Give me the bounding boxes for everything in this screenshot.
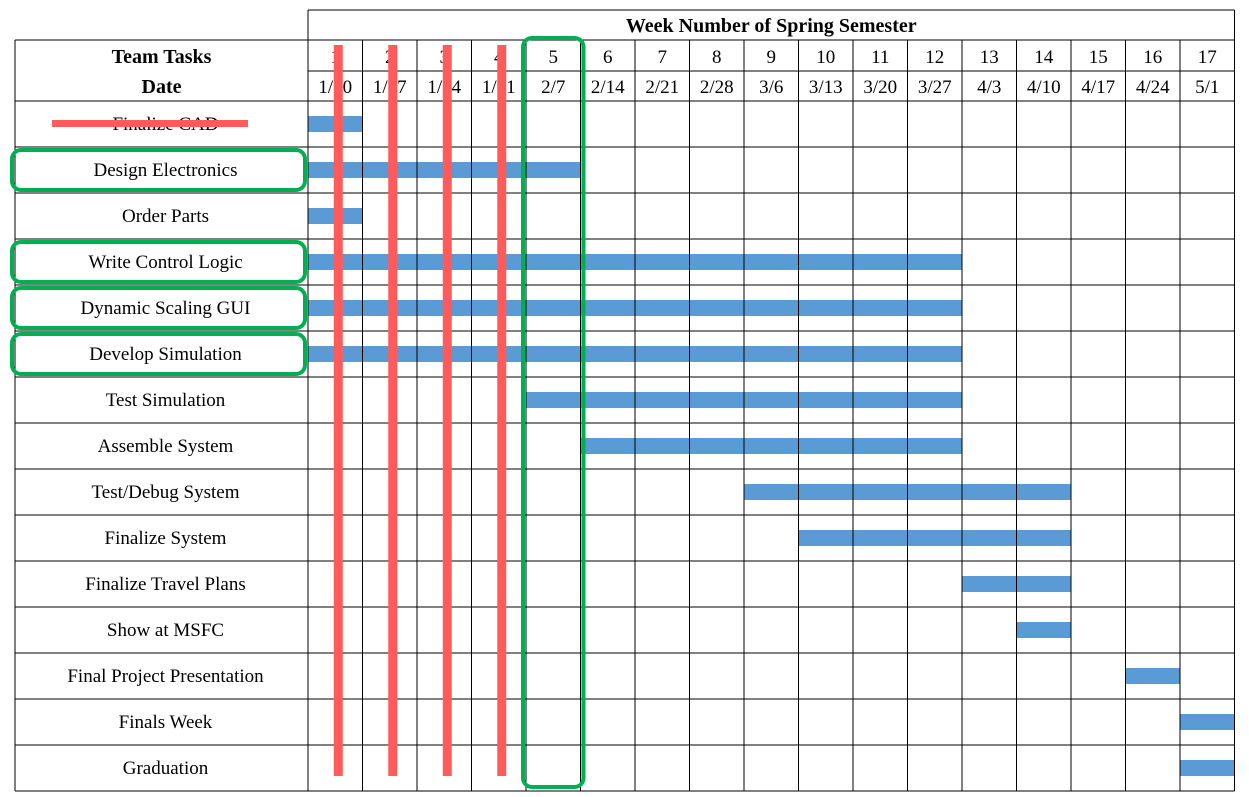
week-number-label: 10 <box>816 47 835 68</box>
task-name-label: Finals Week <box>119 712 213 733</box>
week-date-label: 2/7 <box>541 77 565 98</box>
current-week-highlight <box>521 36 586 789</box>
week-date-label: 3/20 <box>863 77 897 98</box>
task-bar <box>1180 714 1235 730</box>
completed-week-marker <box>442 45 452 776</box>
task-name-label: Test/Debug System <box>91 482 239 503</box>
week-number-label: 12 <box>925 47 944 68</box>
team-tasks-header: Team Tasks <box>112 46 212 68</box>
week-date-label: 2/21 <box>645 77 679 98</box>
task-name-label: Write Control Logic <box>88 252 242 273</box>
completed-week-marker <box>333 45 343 776</box>
week-date-label: 4/17 <box>1081 77 1115 98</box>
week-number-label: 15 <box>1089 47 1108 68</box>
week-number-label: 7 <box>658 47 668 68</box>
completed-week-marker <box>388 45 398 776</box>
task-name-label: Dynamic Scaling GUI <box>81 298 251 319</box>
task-name-label: Final Project Presentation <box>67 666 264 687</box>
chart-title: Week Number of Spring Semester <box>626 15 917 37</box>
week-date-label: 2/14 <box>591 77 625 98</box>
grid-layer <box>14 9 1235 792</box>
week-number-label: 8 <box>712 47 722 68</box>
annotation-layer <box>10 36 586 789</box>
task-name-label: Order Parts <box>122 206 209 227</box>
week-number-label: 16 <box>1143 47 1162 68</box>
week-date-label: 3/13 <box>809 77 843 98</box>
task-name-label: Show at MSFC <box>107 620 224 641</box>
date-header: Date <box>142 76 182 98</box>
task-bar <box>1125 668 1180 684</box>
task-name-label: Assemble System <box>98 436 234 457</box>
task-name-label: Graduation <box>123 758 209 779</box>
task-bar <box>798 530 1071 546</box>
task-highlight-box <box>10 240 307 284</box>
task-highlight-box <box>10 332 307 376</box>
week-date-label: 4/10 <box>1027 77 1061 98</box>
task-name-label: Design Electronics <box>93 160 237 181</box>
task-name-label: Develop Simulation <box>89 344 242 365</box>
week-date-label: 4/24 <box>1136 77 1170 98</box>
week-date-label: 5/1 <box>1195 77 1219 98</box>
task-highlight-box <box>10 286 307 330</box>
week-number-label: 17 <box>1198 47 1217 68</box>
week-number-label: 13 <box>980 47 999 68</box>
task-bar <box>1016 622 1071 638</box>
task-highlight-box <box>10 148 307 192</box>
week-number-label: 5 <box>549 47 559 68</box>
completed-week-marker <box>497 45 507 776</box>
strikethrough-mark <box>52 120 248 127</box>
week-number-label: 9 <box>767 47 777 68</box>
week-date-label: 2/28 <box>700 77 734 98</box>
week-date-label: 4/3 <box>977 77 1001 98</box>
week-number-label: 6 <box>603 47 613 68</box>
task-bar <box>580 438 962 454</box>
week-date-label: 3/6 <box>759 77 783 98</box>
week-number-label: 14 <box>1034 47 1054 68</box>
task-name-label: Finalize Travel Plans <box>85 574 245 595</box>
week-number-label: 11 <box>871 47 889 68</box>
task-name-label: Finalize System <box>105 528 227 549</box>
task-bar <box>1180 760 1235 776</box>
week-date-label: 3/27 <box>918 77 952 98</box>
task-name-label: Test Simulation <box>106 390 226 411</box>
